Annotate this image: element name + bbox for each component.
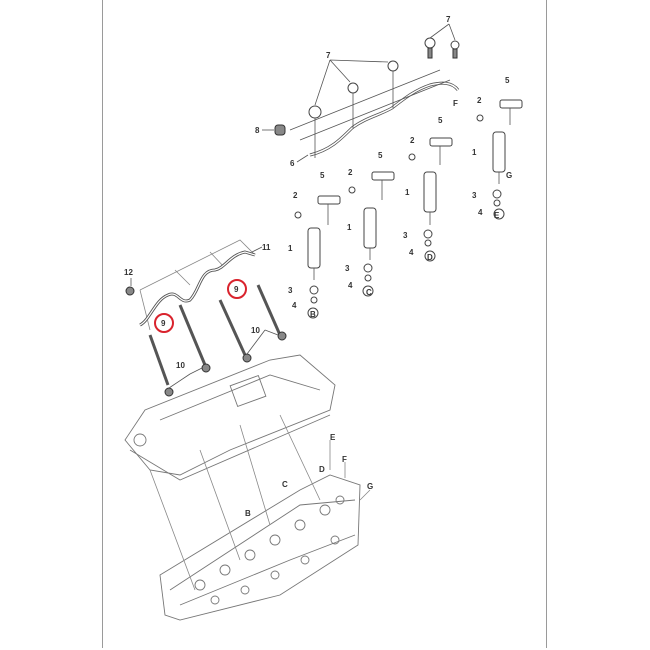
callout-7: 7: [446, 15, 451, 24]
callout-4: 4: [478, 208, 483, 217]
callout-6: 6: [290, 159, 295, 168]
diagram-frame: [102, 0, 547, 648]
ref-G: G: [367, 482, 373, 491]
callout-4: 4: [348, 281, 353, 290]
callout-3: 3: [288, 286, 293, 295]
callout-10: 10: [176, 361, 185, 370]
injector-set: [476, 99, 523, 220]
callout-4: 4: [409, 248, 414, 257]
ref-F: F: [342, 455, 347, 464]
callout-2: 2: [410, 136, 415, 145]
glow-plug-harness: [139, 239, 256, 331]
callout-8: 8: [255, 126, 260, 135]
callout-7: 7: [326, 51, 331, 60]
banjo-bolts: [308, 23, 460, 158]
ref-B: B: [310, 310, 316, 319]
callout-5: 5: [320, 171, 325, 180]
ref-G: G: [506, 171, 512, 180]
ref-C: C: [282, 480, 288, 489]
callout-9: 9: [161, 319, 166, 328]
callout-12: 12: [124, 268, 133, 277]
callout-3: 3: [472, 191, 477, 200]
callout-3: 3: [345, 264, 350, 273]
injector-set: [408, 137, 453, 262]
callout-9: 9: [234, 285, 239, 294]
callout-labels: 7 7 8 6 5 5 5 5 2 2 2 2 1 1 1 1 3 3 3 3 …: [124, 15, 512, 518]
callout-1: 1: [347, 223, 352, 232]
ref-D: D: [427, 253, 433, 262]
ref-D: D: [319, 465, 325, 474]
ref-F: F: [453, 99, 458, 108]
callout-2: 2: [348, 168, 353, 177]
callout-1: 1: [472, 148, 477, 157]
glow-plugs: [125, 246, 287, 397]
callout-11: 11: [262, 243, 271, 252]
callout-3: 3: [403, 231, 408, 240]
injector-set: [348, 171, 395, 297]
ref-B: B: [245, 509, 251, 518]
ref-C: C: [366, 288, 372, 297]
callout-5: 5: [438, 116, 443, 125]
callout-2: 2: [477, 96, 482, 105]
bracket-part-8: [274, 124, 286, 136]
callout-2: 2: [293, 191, 298, 200]
callout-1: 1: [288, 244, 293, 253]
valve-cover: [124, 354, 336, 481]
ref-E: E: [330, 433, 336, 442]
highlight-circle: [154, 313, 174, 333]
callout-1: 1: [405, 188, 410, 197]
injector-set: [294, 195, 341, 319]
highlight-circle: [227, 279, 247, 299]
callout-5: 5: [505, 76, 510, 85]
callout-4: 4: [292, 301, 297, 310]
callout-5: 5: [378, 151, 383, 160]
cylinder-head: [149, 414, 371, 621]
callout-10: 10: [251, 326, 260, 335]
ref-E: E: [494, 211, 500, 220]
fuel-rail: [289, 69, 460, 157]
